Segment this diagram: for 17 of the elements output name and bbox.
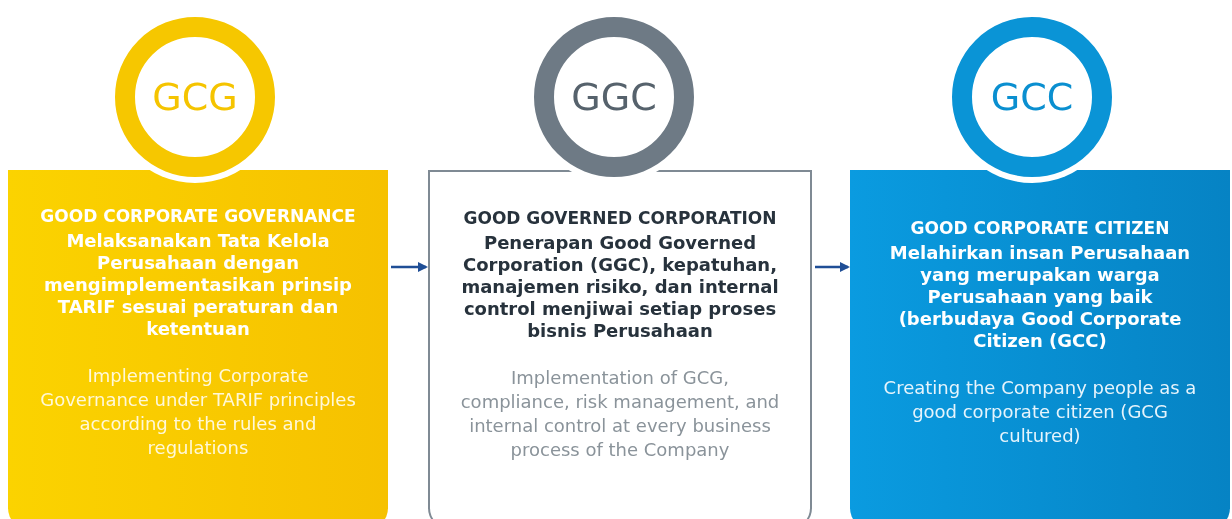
- card-translation: Implementation of GCG, compliance, risk management, and internal control at every business process of the Company: [459, 366, 781, 462]
- badge-text: GGC: [571, 75, 657, 119]
- badge-text: GCG: [152, 75, 238, 119]
- card-description: Melaksanakan Tata Kelola Perusahaan dengan mengimplementasikan prinsip TARIF sesuai peraturan dan ketentuan: [43, 230, 353, 340]
- arrow: [391, 262, 428, 272]
- info-card: [850, 170, 1230, 519]
- card-description: Penerapan Good Governed Corporation (GGC), kepatuhan, manajemen risiko, dan internal control menjiwai setiap proses bisnis Perusahaan: [460, 232, 780, 342]
- info-card: [428, 170, 812, 519]
- card-heading: GOOD CORPORATE GOVERNANCE: [39, 206, 357, 226]
- badge-text: GCC: [990, 75, 1074, 119]
- card-heading: GOOD GOVERNED CORPORATION: [462, 208, 778, 228]
- card-description: Melahirkan insan Perusahaan yang merupakan warga Perusahaan yang baik (berbudaya Good Corporate Citizen (GCC): [888, 242, 1192, 352]
- card-heading: GOOD CORPORATE CITIZEN: [909, 218, 1171, 238]
- info-card: [8, 170, 388, 519]
- card-translation: Creating the Company people as a good corporate citizen (GCG cultured): [882, 376, 1198, 448]
- arrow: [815, 262, 850, 272]
- card-translation: Implementing Corporate Governance under TARIF principles according to the rules and regulations: [39, 364, 357, 460]
